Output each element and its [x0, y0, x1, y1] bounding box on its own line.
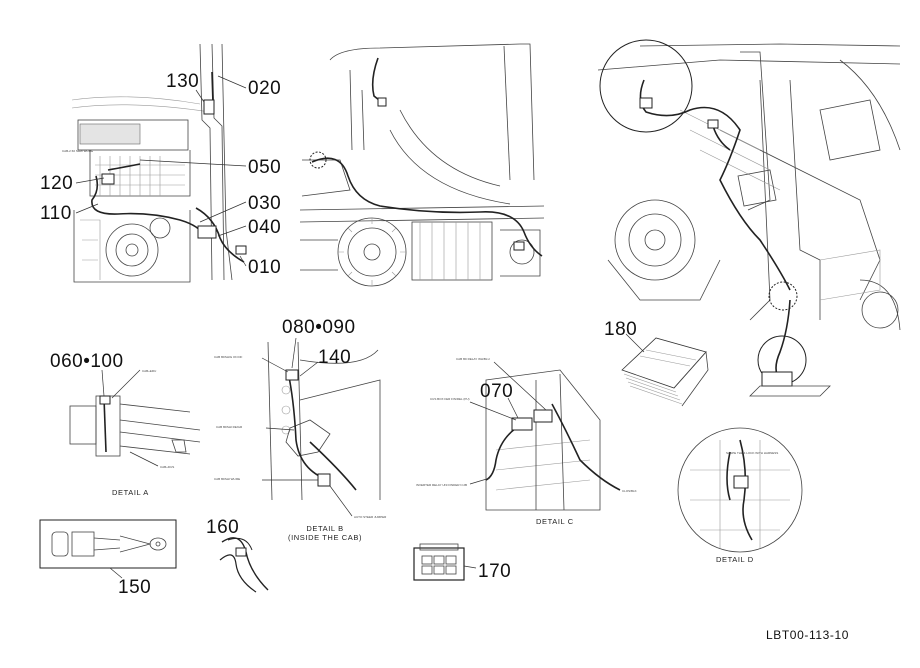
callout-030: 030	[248, 193, 282, 214]
svg-text:CAB+ERU: CAB+ERU	[142, 369, 156, 373]
leaders-detail-c	[507, 397, 519, 419]
gear-teeth	[338, 218, 406, 286]
callout-130: 130	[166, 71, 200, 92]
leaders-detail-a	[101, 369, 105, 397]
detail-b-title: DETAIL B	[306, 524, 344, 533]
view-middle-body	[299, 43, 545, 287]
svg-text:CAB 8DSHI RE/GR: CAB 8DSHI RE/GR	[216, 425, 243, 429]
part-150-connector	[39, 519, 177, 579]
leaders-view-left	[75, 75, 247, 267]
svg-text:CAB 8D RELAY WH/BLU: CAB 8D RELAY WH/BLU	[456, 357, 490, 361]
svg-text:CAB 8DSHIG ON DF: CAB 8DSHIG ON DF	[214, 355, 243, 359]
detail-d-label: DETAIL D	[716, 555, 754, 564]
callout-070: 070	[480, 381, 514, 402]
svg-text:CAB-2 60 SHW WL/RE: CAB-2 60 SHW WL/RE	[62, 149, 93, 153]
detail-a-label: DETAIL A	[112, 488, 149, 497]
svg-text:INVERTER RELAY UNI FINDER N 2B: INVERTER RELAY UNI FINDER N 2B	[416, 483, 467, 487]
callout-060-100: 060•100	[50, 351, 124, 372]
part-160-cable-tie	[219, 537, 269, 593]
callout-150: 150	[118, 577, 152, 598]
svg-text:CUS BOX FER FIN/REL (PU): CUS BOX FER FIN/REL (PU)	[430, 397, 470, 401]
detail-c-label: DETAIL C	[536, 517, 574, 526]
callout-110: 110	[40, 203, 72, 224]
detail-a-drawing: CAB+ERU CAB+DUS	[69, 369, 201, 469]
part-180-manual	[621, 333, 709, 407]
svg-text:SHAPE THE 4 LOCK WITH HARNESS: SHAPE THE 4 LOCK WITH HARNESS	[726, 451, 778, 455]
svg-text:CAB+DUS: CAB+DUS	[160, 465, 174, 469]
svg-text:AUTO STEER JUMPER: AUTO STEER JUMPER	[354, 515, 387, 519]
callout-160: 160	[206, 517, 240, 538]
view-right-frame	[597, 39, 901, 397]
callout-080-090: 080•090	[282, 317, 356, 338]
leaders-detail-b	[291, 337, 319, 377]
callout-020: 020	[248, 78, 282, 99]
part-170-block	[413, 543, 477, 581]
callout-010: 010	[248, 257, 282, 278]
callout-050: 050	[248, 157, 282, 178]
callout-180: 180	[604, 319, 638, 340]
callout-170: 170	[478, 561, 512, 582]
svg-text:CAB 8DSHI WL/RE: CAB 8DSHI WL/RE	[214, 477, 240, 481]
detail-d-drawing: SHAPE THE 4 LOCK WITH HARNESS	[677, 427, 803, 553]
callout-140: 140	[318, 347, 352, 368]
drawing-code: LBT00-113-10	[766, 628, 850, 642]
detail-b-label: DETAIL B (INSIDE THE CAB)	[288, 524, 362, 543]
detail-b-subtitle: (INSIDE THE CAB)	[288, 533, 363, 543]
callout-120: 120	[40, 173, 74, 194]
view-left-engine: CAB-2 60 SHW WL/RE	[62, 43, 247, 283]
svg-text:CLOS/BLK: CLOS/BLK	[622, 489, 637, 493]
detail-b-drawing: CAB 8DSHIG ON DF CAB 8DSHI RE/GR CAB 8DS…	[214, 341, 387, 519]
callout-040: 040	[248, 217, 282, 238]
detail-c-drawing: CAB 8D RELAY WH/BLU CUS BOX FER FIN/REL …	[416, 357, 637, 511]
